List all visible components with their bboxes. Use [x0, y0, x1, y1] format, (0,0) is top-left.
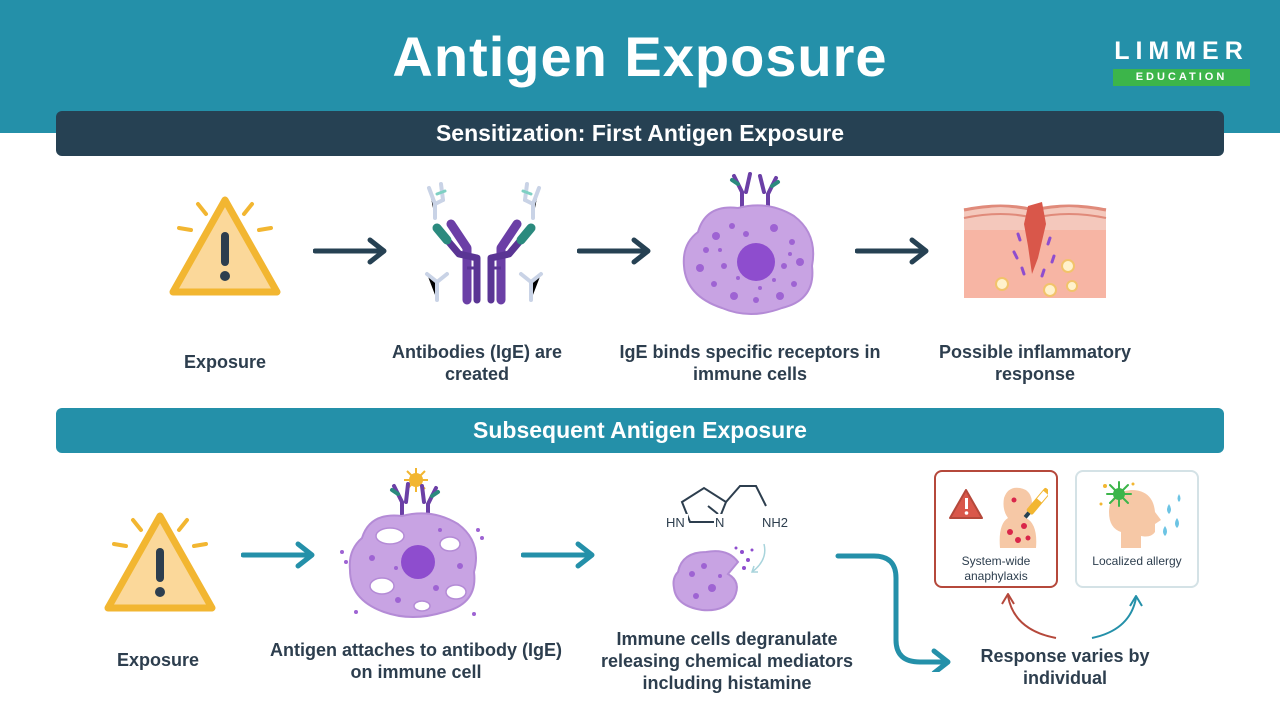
- anaphylaxis-label: System-wide anaphylaxis: [961, 554, 1031, 583]
- activated-cell-icon: [340, 468, 484, 618]
- branch-arrows-icon: [1001, 593, 1143, 639]
- warning-icon: [104, 512, 216, 612]
- step-label: Possible inflammatory response: [938, 342, 1132, 384]
- page-title: Antigen Exposure: [392, 25, 888, 88]
- allergy-label: Localized allergy: [1092, 554, 1182, 568]
- immune-cell-icon: [682, 172, 815, 315]
- histamine-icon: HN N NH2: [666, 485, 788, 530]
- histamine-n: N: [715, 515, 724, 530]
- anaphylaxis-box: System-wide anaphylaxis: [934, 470, 1058, 588]
- sensitization-banner: Sensitization: First Antigen Exposure: [56, 111, 1224, 156]
- logo: LIMMER EDUCATION: [1113, 38, 1250, 86]
- logo-name: LIMMER: [1114, 37, 1249, 65]
- allergy-icon: [1099, 481, 1181, 548]
- histamine-hn: HN: [666, 515, 685, 530]
- header-band: [0, 0, 1280, 133]
- histamine-nh2: NH2: [762, 515, 788, 530]
- antibody-icon: [425, 182, 543, 305]
- arrow-icon: [313, 237, 387, 265]
- step-label: Response varies by individual: [980, 646, 1150, 688]
- step-label: IgE binds specific receptors in immune c…: [619, 342, 881, 384]
- warning-icon: [169, 196, 281, 296]
- step-label: Immune cells degranulate releasing chemi…: [600, 629, 854, 693]
- subsequent-banner: Subsequent Antigen Exposure: [56, 408, 1224, 453]
- arrow-icon: [241, 541, 315, 569]
- step-label: Antigen attaches to antibody (IgE) on im…: [269, 640, 562, 682]
- curved-arrow-icon: [835, 553, 951, 672]
- degranulating-cell-icon: [672, 543, 766, 612]
- step-label: Exposure: [183, 352, 267, 372]
- anaphylaxis-icon: [949, 487, 1048, 548]
- logo-sub: EDUCATION: [1113, 69, 1250, 86]
- step-label: Exposure: [116, 650, 200, 670]
- inflamed-skin-icon: [963, 202, 1107, 298]
- arrow-icon: [855, 237, 929, 265]
- allergy-box: Localized allergy: [1075, 470, 1199, 588]
- arrow-icon: [577, 237, 651, 265]
- step-label: Antibodies (IgE) are created: [391, 342, 562, 384]
- arrow-icon: [521, 541, 595, 569]
